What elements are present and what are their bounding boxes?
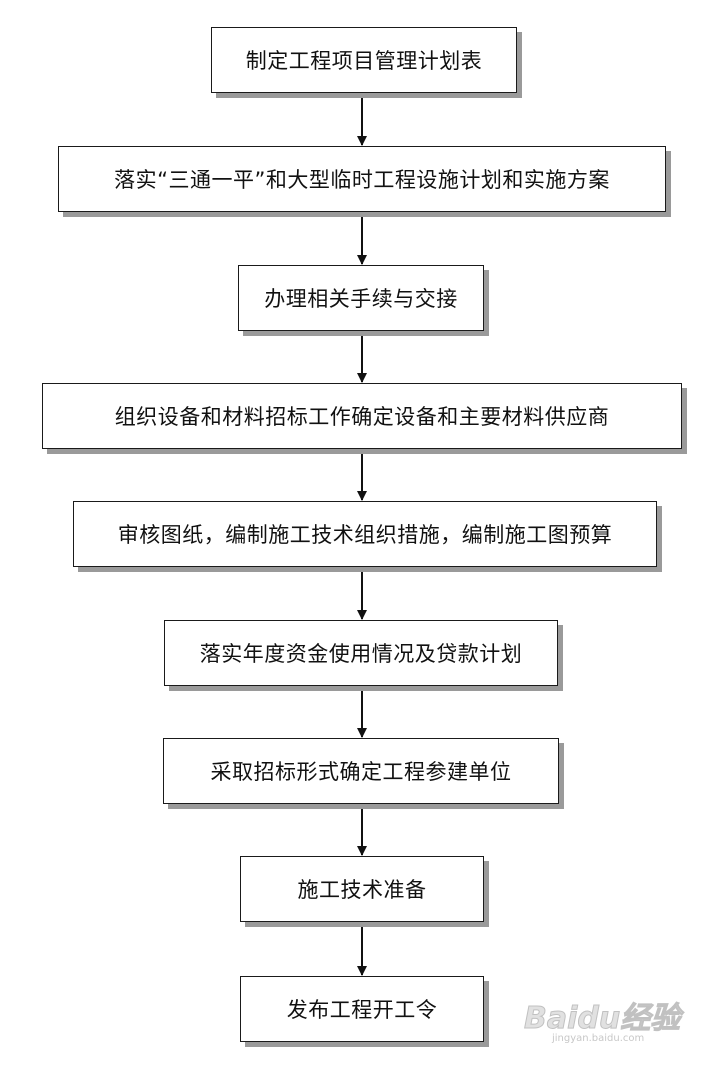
step-box-contractors: 采取招标形式确定工程参建单位 [163, 738, 559, 804]
baidu-watermark: Baidu经验 jingyan.baidu.com [512, 989, 702, 1053]
step-box-plan: 制定工程项目管理计划表 [211, 27, 517, 93]
step-box-tendering: 组织设备和材料招标工作确定设备和主要材料供应商 [42, 383, 682, 449]
step-box-drawing-review: 审核图纸，编制施工技术组织措施，编制施工图预算 [73, 501, 657, 567]
step-label: 落实“三通一平”和大型临时工程设施计划和实施方案 [114, 168, 610, 192]
watermark-logo: Baidu经验 [523, 1001, 681, 1037]
step-label: 施工技术准备 [297, 878, 427, 902]
watermark-url: jingyan.baidu.com [552, 1033, 645, 1044]
step-label: 组织设备和材料招标工作确定设备和主要材料供应商 [114, 405, 610, 429]
step-box-tech-prep: 施工技术准备 [240, 856, 484, 922]
step-label: 发布工程开工令 [286, 998, 438, 1022]
step-label: 采取招标形式确定工程参建单位 [210, 760, 512, 784]
step-box-procedures: 办理相关手续与交接 [238, 265, 484, 331]
step-box-site-prep: 落实“三通一平”和大型临时工程设施计划和实施方案 [58, 146, 666, 212]
step-label: 制定工程项目管理计划表 [245, 49, 483, 73]
step-box-funding: 落实年度资金使用情况及贷款计划 [164, 620, 558, 686]
step-box-commence: 发布工程开工令 [240, 976, 484, 1042]
step-label: 办理相关手续与交接 [264, 287, 458, 311]
step-label: 落实年度资金使用情况及贷款计划 [199, 642, 523, 666]
step-label: 审核图纸，编制施工技术组织措施，编制施工图预算 [117, 523, 613, 547]
